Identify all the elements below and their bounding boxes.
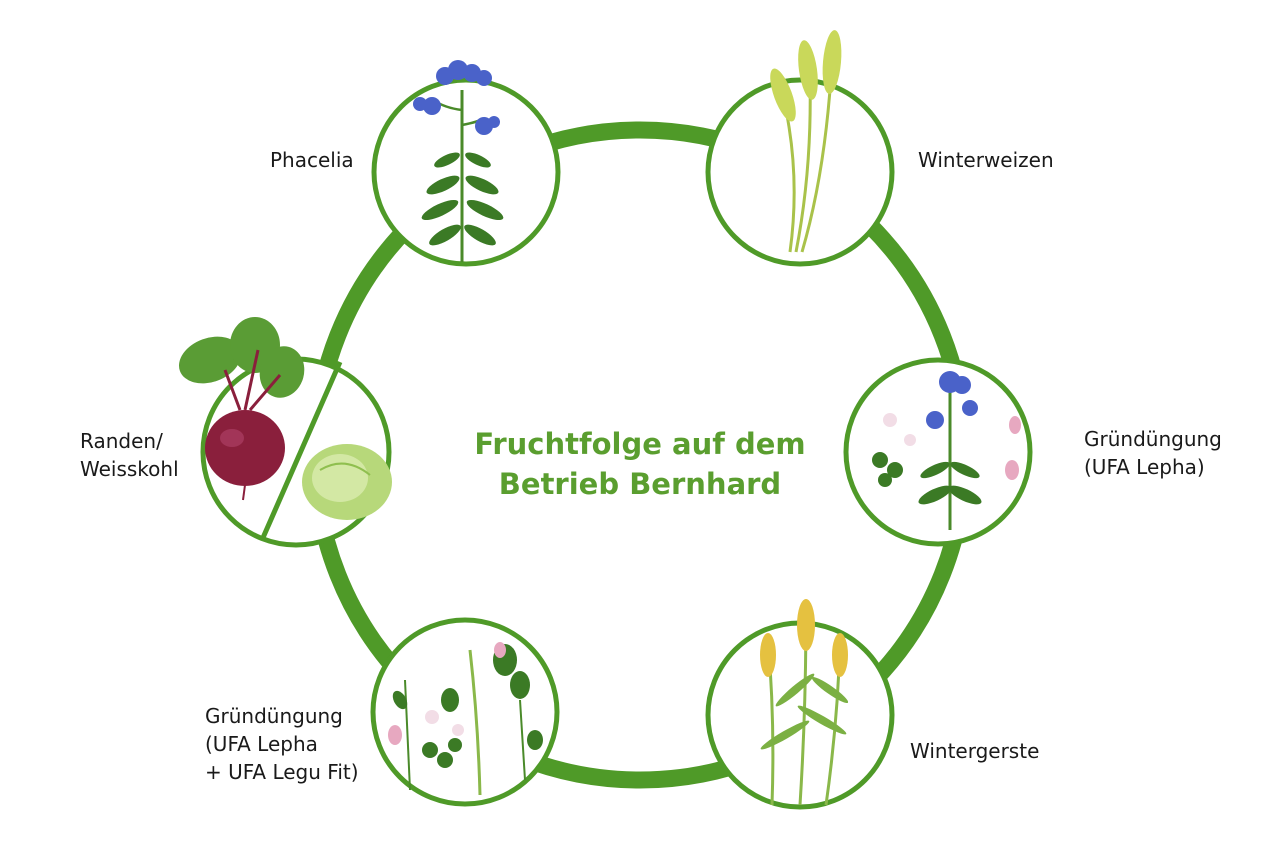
label-line: + UFA Legu Fit) [205, 760, 359, 784]
label-line: (UFA Lepha [205, 732, 318, 756]
node-winterweizen [705, 30, 895, 267]
label-line: Gründüngung [205, 704, 343, 728]
label-gruendungung-lepha: Gründüngung (UFA Lepha) [1084, 425, 1222, 481]
label-gruendungung-legu: Gründüngung (UFA Lepha + UFA Legu Fit) [205, 702, 359, 786]
legume-mix-icon [388, 642, 543, 796]
node-gruendungung-legu [370, 617, 560, 807]
label-line: Wintergerste [910, 739, 1040, 763]
phacelia-icon [413, 60, 504, 262]
node-phacelia [371, 60, 561, 267]
label-line: Winterweizen [918, 148, 1054, 172]
wheat-icon [770, 30, 842, 253]
label-line: Phacelia [270, 148, 354, 172]
label-line: Randen/ [80, 429, 163, 453]
label-randen-weisskohl: Randen/ Weisskohl [80, 427, 179, 483]
diagram-title: Fruchtfolge auf dem Betrieb Bernhard [430, 424, 850, 504]
label-winterweizen: Winterweizen [918, 146, 1054, 174]
title-line-2: Betrieb Bernhard [498, 467, 782, 501]
label-line: (UFA Lepha) [1084, 455, 1205, 479]
barley-icon [760, 599, 849, 806]
label-wintergerste: Wintergerste [910, 737, 1039, 765]
node-gruendungung-lepha [843, 357, 1033, 547]
beet-cabbage-icon [179, 317, 392, 520]
node-wintergerste [705, 599, 895, 810]
label-line: Gründüngung [1084, 427, 1222, 451]
title-line-1: Fruchtfolge auf dem [474, 427, 806, 461]
label-phacelia: Phacelia [270, 146, 354, 174]
label-line: Weisskohl [80, 457, 179, 481]
green-manure-icon [872, 371, 1021, 530]
node-randen-weisskohl [179, 317, 392, 548]
split-divider [259, 360, 343, 542]
